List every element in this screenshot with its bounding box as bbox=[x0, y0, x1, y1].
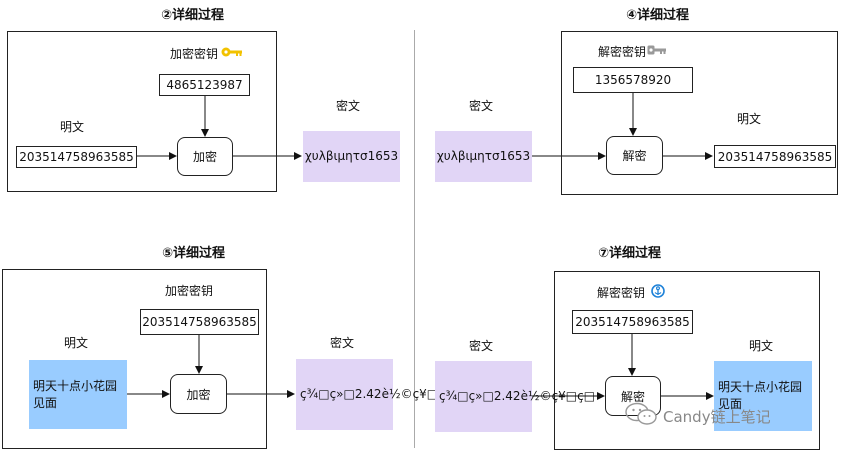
panel-5-encrypt-node: 加密 bbox=[170, 374, 227, 414]
panel-4-key-value: 1356578920 bbox=[573, 67, 693, 93]
panel-5-input-label: 明文 bbox=[64, 336, 89, 350]
anchor-icon bbox=[651, 284, 665, 301]
panel-4-output-value: 203514758963585 bbox=[714, 145, 836, 168]
panel-7-key-label: 解密密钥 bbox=[597, 284, 665, 301]
panel-4-output-label: 明文 bbox=[737, 112, 762, 126]
panel-4-title: ④详细过程 bbox=[626, 8, 690, 23]
panel-2-output-label: 密文 bbox=[336, 99, 361, 113]
gold-key-icon bbox=[221, 45, 243, 62]
panel-7-key-value: 203514758963585 bbox=[572, 310, 693, 334]
panel-5-frame bbox=[2, 269, 267, 449]
panel-4-input-value: χυλβιμητσ1653 bbox=[435, 131, 532, 182]
panel-4-frame bbox=[561, 31, 838, 195]
panel-5-input-value: 明天十点小花园见面 bbox=[29, 360, 127, 429]
panel-2-title: ②详细过程 bbox=[161, 8, 225, 23]
panel-2-key-label-text: 加密密钥 bbox=[170, 47, 219, 61]
panel-2-input-label: 明文 bbox=[60, 120, 85, 134]
panel-7-output-value: 明天十点小花园见面 bbox=[714, 361, 812, 431]
center-divider bbox=[414, 30, 415, 448]
panel-5-output-value: ç¾□ç»□2.42è½©ç¥□ç□ bbox=[296, 359, 456, 430]
panel-4-key-label: 解密密钥 bbox=[598, 43, 667, 60]
panel-2-input-value: 203514758963585 bbox=[16, 146, 137, 168]
panel-7-output-label: 明文 bbox=[749, 339, 774, 353]
panel-4-decrypt-node: 解密 bbox=[606, 136, 663, 175]
watermark: Candy链上笔记 bbox=[625, 402, 771, 430]
watermark-text: Candy链上笔记 bbox=[663, 407, 771, 426]
panel-7-input-label: 密文 bbox=[469, 339, 494, 353]
panel-5-key-label: 加密密钥 bbox=[165, 284, 214, 298]
panel-7-title: ⑦详细过程 bbox=[598, 246, 662, 261]
panel-2-key-label: 加密密钥 bbox=[170, 45, 243, 62]
panel-7-frame bbox=[554, 271, 820, 450]
panel-2-encrypt-node: 加密 bbox=[177, 137, 233, 176]
panel-4-input-label: 密文 bbox=[469, 99, 494, 113]
panel-4-key-label-text: 解密密钥 bbox=[598, 45, 647, 59]
panel-5-output-label: 密文 bbox=[330, 336, 355, 350]
panel-5-title: ⑤详细过程 bbox=[162, 246, 226, 261]
panel-7-key-label-text: 解密密钥 bbox=[597, 286, 646, 300]
panel-5-key-value: 203514758963585 bbox=[140, 309, 259, 335]
panel-7-input-value: ç¾□ç»□2.42è½©ç¥□ç□ bbox=[435, 361, 595, 432]
panel-2-key-value: 4865123987 bbox=[159, 74, 250, 96]
wechat-icon bbox=[625, 402, 659, 430]
panel-2-output-value: χυλβιμητσ1653 bbox=[303, 131, 400, 182]
panel-7-decrypt-node: 解密 bbox=[605, 376, 661, 416]
panel-2-frame bbox=[7, 31, 277, 192]
gray-key-icon bbox=[647, 44, 667, 59]
